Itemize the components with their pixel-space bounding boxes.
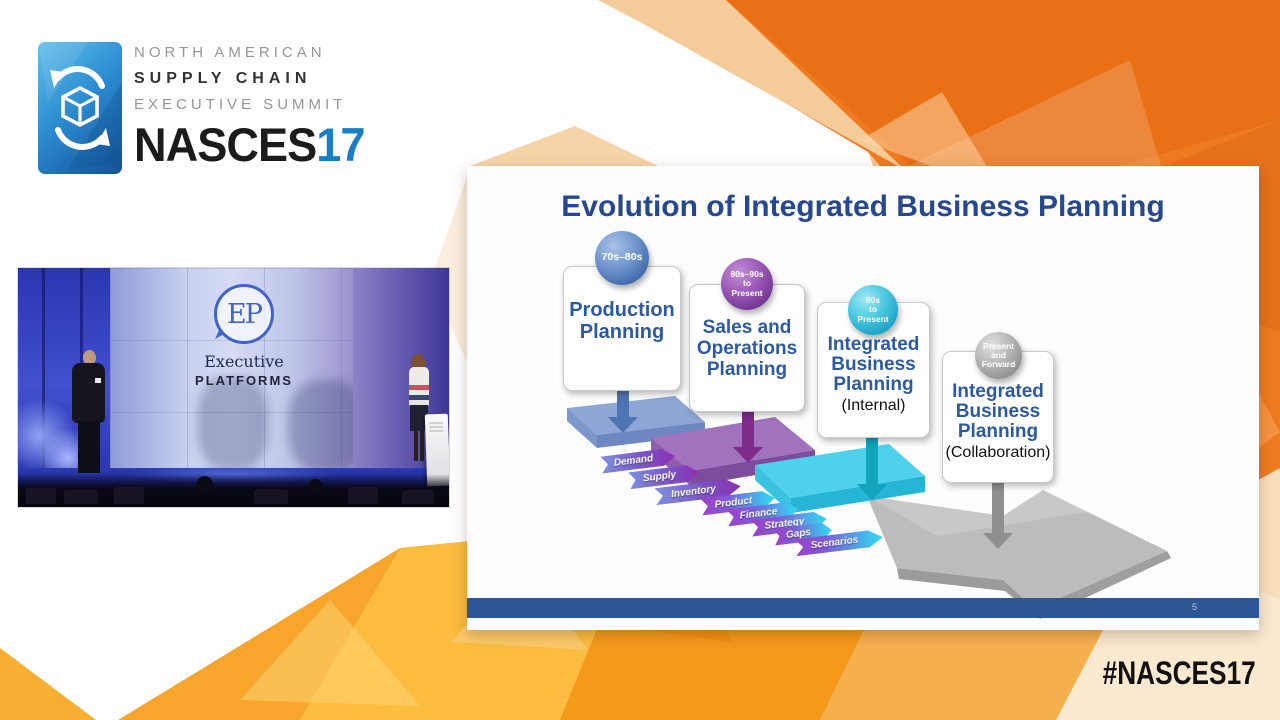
stage-card-title: Integrated Business Planning [827, 334, 920, 395]
slide-title: Evolution of Integrated Business Plannin… [561, 190, 1165, 223]
presentation-slide: Evolution of Integrated Business Plannin… [467, 166, 1259, 630]
logo-line-3: EXECUTIVE SUMMIT [134, 96, 347, 113]
backdrop-brand-line-1: Executive [204, 352, 284, 371]
down-arrow-teal [857, 438, 887, 500]
stage-card-title: Sales and Operations Planning [696, 317, 798, 380]
stage-card-title: Integrated Business Planning [952, 381, 1044, 442]
audience-head [196, 476, 213, 494]
logo-line-1: NORTH AMERICAN [134, 44, 326, 61]
slide-page-number: 5 [1191, 602, 1197, 612]
speech-bubble-tail-icon [215, 329, 225, 339]
era-sphere-present-forward: Present and Forward [975, 332, 1022, 379]
event-logo-text: NORTH AMERICAN SUPPLY CHAIN EXECUTIVE SU… [134, 40, 404, 170]
backdrop-brand-line-2: PLATFORMS [195, 373, 293, 388]
evolution-diagram-graphics [567, 390, 1171, 619]
presenter-female-legs [414, 431, 424, 461]
event-name-text: NASCES [134, 118, 317, 171]
event-year-text: 17 [316, 118, 365, 171]
era-line: 70s–80s [601, 251, 643, 264]
era-sphere-90s-present: 90s to Present [848, 285, 898, 335]
era-line: 80s–90s [730, 269, 764, 280]
presenter-male [70, 350, 108, 476]
platform-blue [567, 396, 705, 448]
presenter-male-legs [78, 421, 100, 473]
down-arrow-gray [983, 483, 1013, 549]
audience-silhouettes [18, 474, 449, 507]
executive-platforms-wordmark: Executive PLATFORMS [164, 352, 324, 388]
presenter-female-skirt [410, 405, 428, 431]
era-sphere-80s-90s-present: 80s–90s to Present [721, 258, 773, 310]
event-logo: NORTH AMERICAN SUPPLY CHAIN EXECUTIVE SU… [38, 40, 398, 180]
presenter-male-head [83, 350, 96, 365]
platform-cyan [755, 444, 925, 513]
presenter-shadow [198, 376, 268, 471]
era-line: Present [731, 287, 763, 298]
down-arrow-purple [733, 412, 763, 463]
presenter-female-top [409, 367, 429, 407]
name-badge [95, 378, 101, 383]
down-arrow-blue [608, 390, 638, 433]
presenter-female-head [411, 354, 425, 370]
event-name: NASCES17 [134, 120, 393, 170]
stage-card-title: Production Planning [569, 299, 675, 343]
slide-footer-bar: 5 [467, 598, 1259, 618]
presenter-male-suit [72, 363, 105, 423]
presenter-female [406, 354, 432, 469]
era-line: and [990, 349, 1007, 360]
era-line: Forward [981, 359, 1016, 370]
era-line: to [742, 278, 752, 289]
stage-card-qualifier: (Internal) [841, 397, 906, 414]
logo-line-2: SUPPLY CHAIN [134, 70, 312, 87]
supply-chain-cycle-icon [38, 42, 122, 174]
era-line: Present [857, 313, 889, 324]
ep-monogram: EP [227, 298, 263, 330]
era-sphere-70s-80s: 70s–80s [595, 231, 649, 285]
era-line: 90s [865, 295, 881, 306]
stage-video-feed[interactable]: EP Executive PLATFORMS [18, 268, 449, 507]
executive-platforms-logo: EP [214, 284, 274, 344]
audience-head [308, 479, 323, 495]
era-line: to [868, 304, 878, 315]
podium-papers [429, 421, 444, 433]
stage-card-qualifier: (Collaboration) [945, 444, 1051, 461]
event-hashtag: #NASCES17 [1102, 655, 1256, 691]
era-line: Present [982, 340, 1015, 351]
stage-card-production-planning: Production Planning [563, 266, 681, 391]
